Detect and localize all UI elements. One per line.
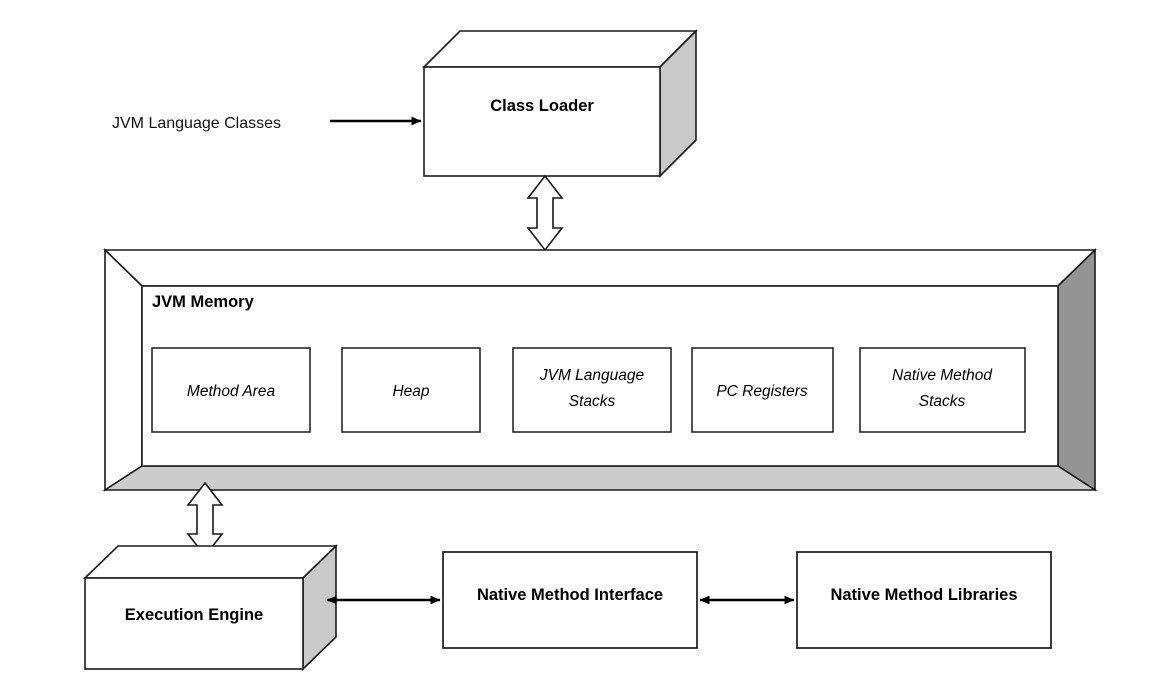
jvm-memory-bottom-face bbox=[102, 465, 1098, 491]
jvm-memory-container[interactable]: JVM Memory Method Area Heap JVM Language… bbox=[102, 248, 1098, 492]
class-loader-top-face bbox=[422, 30, 698, 68]
execution-engine-label: Execution Engine bbox=[125, 606, 263, 624]
native-method-interface-box[interactable]: Native Method Interface bbox=[442, 551, 698, 649]
memory-area-method-area[interactable]: Method Area bbox=[151, 347, 311, 433]
memory-area-heap-line1: Heap bbox=[392, 383, 429, 400]
memory-area-jvm-language-stacks[interactable]: JVM Language Stacks bbox=[512, 347, 672, 433]
native-method-libraries-box[interactable]: Native Method Libraries bbox=[796, 551, 1052, 649]
class-loader-to-jvm-memory-arrow bbox=[526, 174, 564, 252]
memory-area-jvm-language-stacks-line1: JVM Language bbox=[539, 367, 645, 384]
memory-area-native-method-stacks-line2: Stacks bbox=[919, 393, 966, 410]
class-loader-label: Class Loader bbox=[490, 97, 594, 115]
memory-area-pc-registers[interactable]: PC Registers bbox=[691, 347, 834, 433]
class-loader-box[interactable]: Class Loader bbox=[422, 29, 698, 178]
execution-engine-front-face bbox=[84, 577, 304, 670]
jvm-memory-left-face bbox=[104, 248, 143, 492]
native-method-interface-rect bbox=[442, 551, 698, 649]
execution-engine-box[interactable]: Execution Engine bbox=[83, 544, 338, 671]
class-loader-front-face bbox=[423, 66, 661, 177]
jvm-memory-label: JVM Memory bbox=[152, 293, 255, 311]
memory-area-heap[interactable]: Heap bbox=[341, 347, 481, 433]
memory-area-pc-registers-line1: PC Registers bbox=[716, 383, 808, 400]
jvm-language-classes-label: JVM Language Classes bbox=[112, 115, 281, 132]
jvm-memory-top-face bbox=[103, 249, 1097, 287]
memory-area-method-area-line1: Method Area bbox=[187, 383, 276, 400]
memory-area-native-method-stacks-line1: Native Method bbox=[892, 367, 993, 384]
memory-area-jvm-language-stacks-line2: Stacks bbox=[569, 393, 616, 410]
native-method-interface-label: Native Method Interface bbox=[477, 586, 663, 604]
execution-engine-top-face bbox=[83, 545, 338, 579]
jvm-memory-side-face bbox=[1057, 248, 1096, 492]
jvm-memory-to-execution-engine-arrow bbox=[186, 481, 224, 558]
native-method-libraries-rect bbox=[796, 551, 1052, 649]
memory-area-native-method-stacks[interactable]: Native Method Stacks bbox=[859, 347, 1026, 433]
native-method-libraries-label: Native Method Libraries bbox=[830, 586, 1017, 604]
